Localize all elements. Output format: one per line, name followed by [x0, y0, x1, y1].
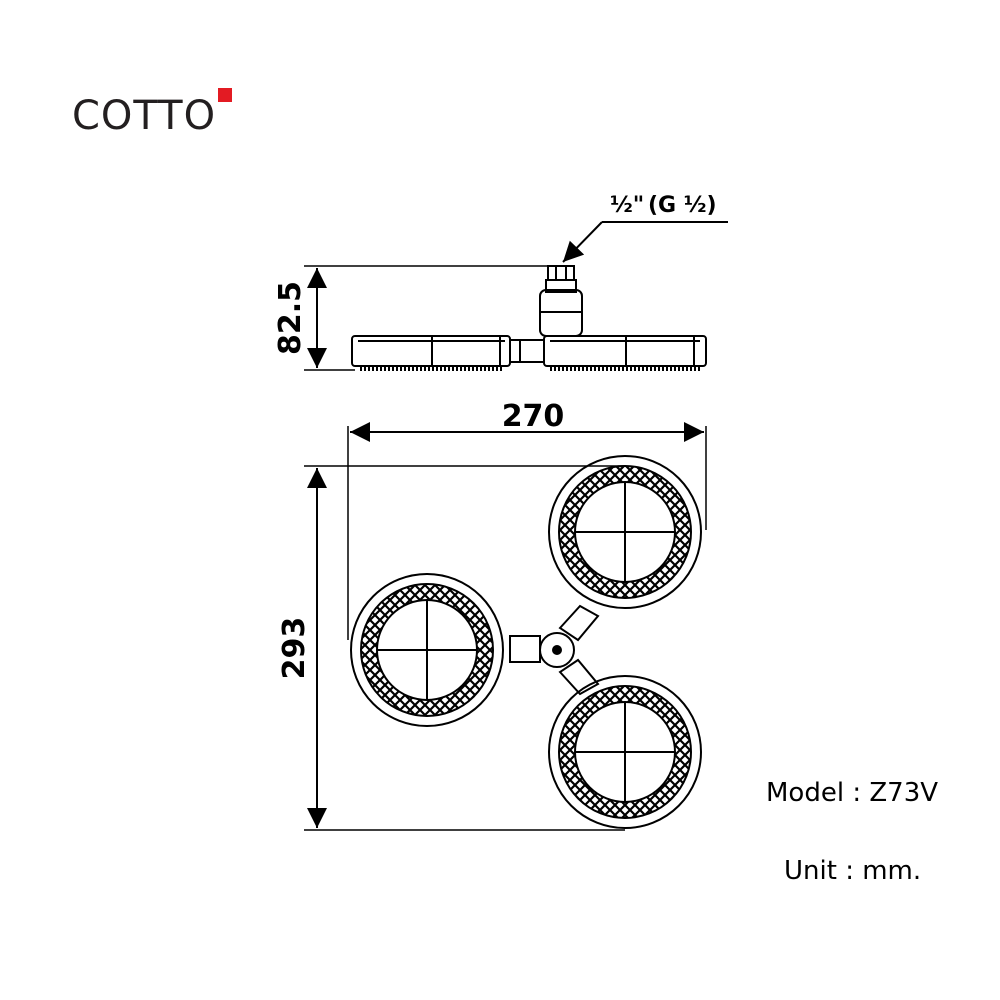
- unit-label: Unit : mm.: [784, 856, 922, 886]
- spray-head-top: [548, 455, 702, 609]
- spray-head-left: [350, 573, 504, 727]
- spray-head-bottom: [548, 675, 702, 829]
- thread-spec-label: (G ½): [648, 193, 717, 218]
- side-view: [304, 221, 728, 371]
- plan-view: [304, 422, 707, 831]
- brand-logo-mark: [218, 88, 232, 102]
- depth-dimension-label: 293: [277, 617, 312, 680]
- thread-size-label: ½": [610, 193, 644, 218]
- model-label: Model : Z73V: [766, 778, 939, 808]
- width-dimension-label: 270: [502, 399, 565, 434]
- height-dimension-label: 82.5: [273, 281, 308, 355]
- brand-logo: COTTO: [72, 93, 217, 139]
